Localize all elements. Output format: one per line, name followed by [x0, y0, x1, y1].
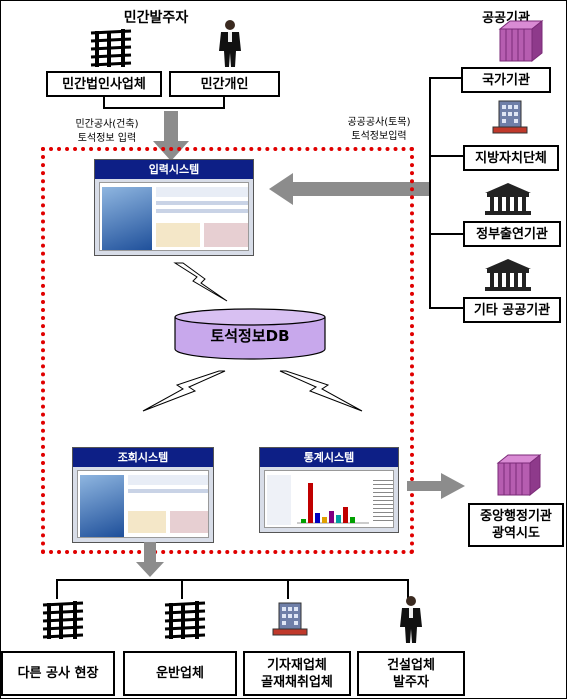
- right-arrow: [407, 473, 465, 499]
- server-icon: [496, 453, 542, 497]
- input-system-window: 입력시스템: [94, 159, 254, 256]
- building-frame-icon: [164, 601, 206, 639]
- construction-company-line1: 건설업체: [387, 657, 435, 673]
- lightning-connector: [173, 262, 228, 302]
- material-company-line1: 기자재업체: [267, 657, 327, 673]
- office-building-icon: [272, 602, 308, 636]
- connector-line: [429, 307, 463, 309]
- database-label: 토석정보DB: [210, 327, 290, 345]
- connector-line: [56, 579, 58, 599]
- soil-info-database: 토석정보DB: [173, 307, 327, 361]
- transport-company-box: 운반업체: [123, 651, 237, 696]
- input-system-title: 입력시스템: [95, 160, 253, 179]
- central-agency-line1: 중앙행정기관: [480, 509, 552, 524]
- connector-line: [429, 77, 461, 79]
- private-individual-box: 민간개인: [169, 71, 280, 97]
- connector-line: [429, 233, 463, 235]
- local-government-box: 지방자치단체: [463, 145, 559, 171]
- screenshot-content: [99, 182, 249, 251]
- material-company-line2: 골재채취업체: [261, 674, 333, 690]
- public-building-icon: [485, 183, 531, 215]
- private-corp-box: 민간법인사업체: [46, 71, 162, 97]
- down-arrow: [136, 542, 164, 577]
- building-frame-icon: [90, 29, 132, 67]
- other-site-box: 다른 공사 현장: [1, 651, 115, 696]
- connector-line: [103, 107, 225, 109]
- construction-company-line2: 발주자: [393, 674, 429, 690]
- connector-line: [287, 579, 289, 599]
- private-input-note-2: 토석정보 입력: [77, 133, 137, 144]
- building-frame-icon: [42, 601, 84, 639]
- stats-system-window: 통계시스템: [259, 447, 399, 533]
- public-building-icon: [485, 259, 531, 291]
- connector-line: [429, 77, 431, 309]
- query-system-window: 조회시스템: [72, 447, 214, 543]
- central-agency-line2: 광역시도: [492, 526, 540, 541]
- connector-line: [429, 155, 463, 157]
- connector-line: [181, 579, 183, 599]
- system-boundary: [41, 147, 414, 554]
- public-input-note-2: 토석정보입력: [351, 131, 407, 142]
- connector-line: [223, 97, 225, 107]
- material-company-box: 기자재업체 골재채취업체: [243, 651, 351, 696]
- connector-line: [407, 579, 409, 599]
- server-icon: [498, 19, 544, 63]
- central-agency-box: 중앙행정기관 광역시도: [468, 503, 564, 547]
- lightning-connector: [142, 370, 226, 412]
- connector-line: [103, 97, 105, 107]
- office-building-icon: [492, 100, 528, 134]
- businessman-icon: [400, 596, 422, 643]
- construction-company-box: 건설업체 발주자: [357, 651, 465, 696]
- private-owner-title: 민간발주자: [123, 10, 189, 26]
- private-input-note-1: 민간공사(건축): [75, 119, 139, 130]
- lightning-connector: [279, 370, 363, 412]
- query-system-title: 조회시스템: [73, 448, 213, 467]
- stats-system-title: 통계시스템: [260, 448, 398, 467]
- other-public-agency-box: 기타 공공기관: [463, 297, 561, 323]
- national-agency-box: 국가기관: [461, 67, 551, 93]
- left-arrow: [269, 173, 429, 205]
- businessman-icon: [219, 20, 241, 67]
- screenshot-content: [77, 470, 209, 538]
- connector-line: [56, 579, 409, 581]
- screenshot-content: [264, 470, 394, 528]
- gov-funded-agency-box: 정부출연기관: [463, 221, 561, 247]
- public-input-note-1: 공공공사(토목): [347, 117, 411, 128]
